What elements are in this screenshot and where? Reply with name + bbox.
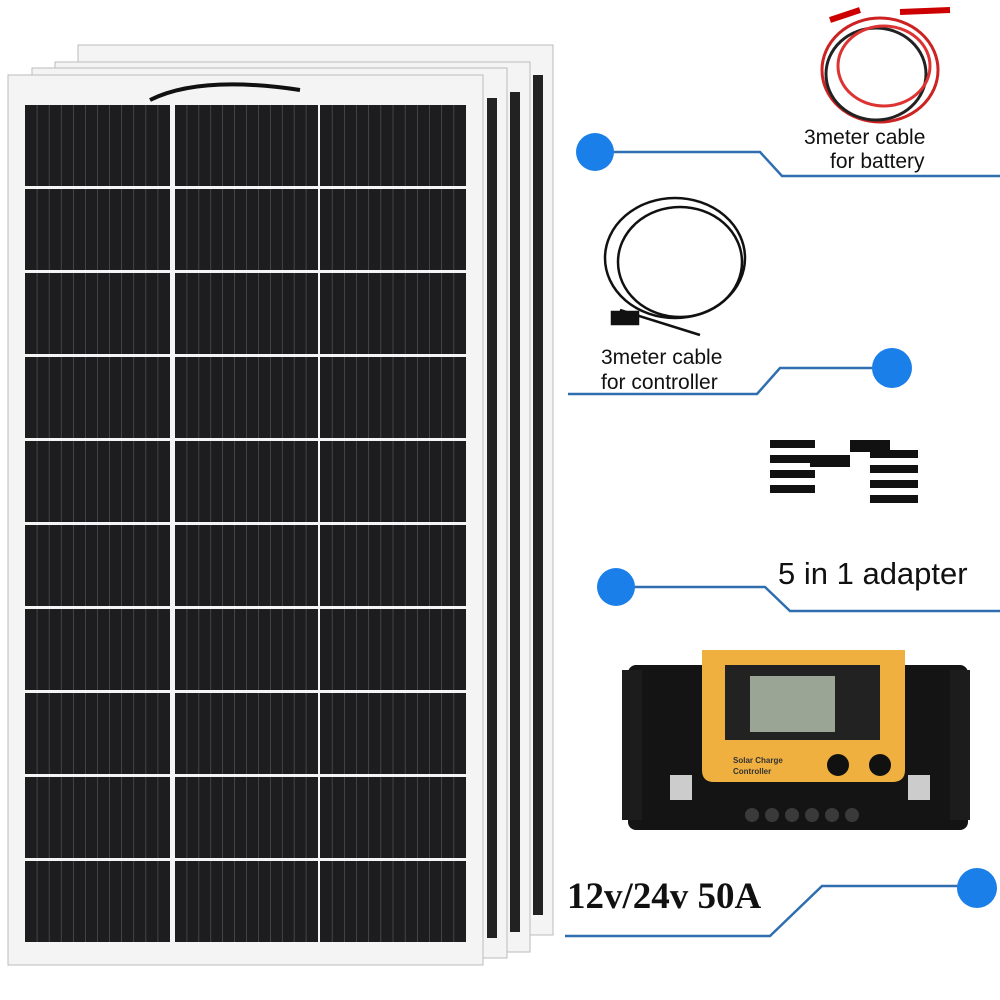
controller-cable-icon <box>603 196 747 337</box>
callout-dot-battery <box>576 133 614 171</box>
controller-face-label-2: Controller <box>733 767 771 776</box>
adapter-icon <box>770 440 918 503</box>
controller-spec-label: 12v/24v 50A <box>567 876 762 917</box>
back-panel-edge <box>533 75 543 915</box>
callout-dot-controller <box>957 868 997 908</box>
panel-cable <box>149 82 301 102</box>
controller-face-label-1: Solar Charge <box>733 756 783 765</box>
controller-cable-label-1: 3meter cable <box>601 346 723 369</box>
callout-line-controller <box>565 884 962 938</box>
charge-controller-icon: Solar Charge Controller <box>622 650 970 830</box>
callout-line-adapter <box>630 585 1000 613</box>
front-solar-panel <box>7 74 484 966</box>
callout-dot-controller-cable <box>872 348 912 388</box>
adapter-label: 5 in 1 adapter <box>778 556 968 591</box>
battery-cable-icon <box>820 7 951 124</box>
callout-line-battery <box>610 150 1000 178</box>
back-panel-edge <box>510 92 520 932</box>
battery-cable-label-2: for battery <box>830 150 925 173</box>
callout-line-controller-cable <box>568 366 878 396</box>
callout-dot-adapter <box>597 568 635 606</box>
back-panel-edge <box>487 98 497 938</box>
controller-cable-label-2: for controller <box>601 371 718 394</box>
battery-cable-label-1: 3meter cable <box>804 126 926 149</box>
